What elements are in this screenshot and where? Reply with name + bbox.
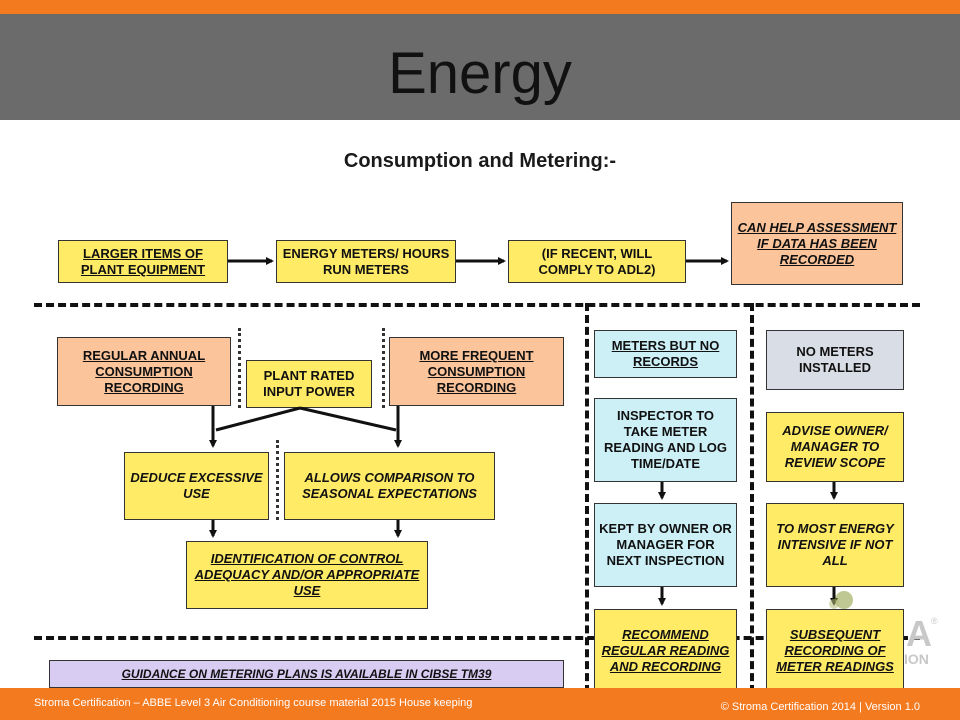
logo-registered: ® [931, 616, 938, 626]
box-subsequent: SUBSEQUENT RECORDING OF METER READINGS [766, 609, 904, 693]
dashed-divider-left [585, 303, 589, 693]
box-advise-owner: ADVISE OWNER/ MANAGER TO REVIEW SCOPE [766, 412, 904, 482]
dashed-divider-top [34, 303, 920, 307]
box-guidance: GUIDANCE ON METERING PLANS IS AVAILABLE … [49, 660, 564, 688]
arrow-plant-to-compare [299, 406, 397, 432]
box-larger-items: LARGER ITEMS OF PLANT EQUIPMENT [58, 240, 228, 283]
box-regular-annual: REGULAR ANNUAL CONSUMPTION RECORDING [57, 337, 231, 406]
box-inspector: INSPECTOR TO TAKE METER READING AND LOG … [594, 398, 737, 482]
box-meters-no-records: METERS BUT NO RECORDS [594, 330, 737, 378]
logo-suffix: ION [904, 651, 929, 667]
header-band [0, 14, 960, 120]
box-allows-comparison: ALLOWS COMPARISON TO SEASONAL EXPECTATIO… [284, 452, 495, 520]
box-identification: IDENTIFICATION OF CONTROL ADEQUACY AND/O… [186, 541, 428, 609]
logo-letter: A [906, 613, 932, 654]
box-no-meters: NO METERS INSTALLED [766, 330, 904, 390]
dashed-divider-right [750, 303, 754, 693]
box-to-most: TO MOST ENERGY INTENSIVE IF NOT ALL [766, 503, 904, 587]
box-recommend: RECOMMEND REGULAR READING AND RECORDING [594, 609, 737, 693]
box-more-frequent: MORE FREQUENT CONSUMPTION RECORDING [389, 337, 564, 406]
footer-copyright: © Stroma Certification 2014 | Version 1.… [720, 701, 920, 713]
box-energy-meters: ENERGY METERS/ HOURS RUN METERS [276, 240, 456, 283]
box-if-recent: (IF RECENT, WILL COMPLY TO ADL2) [508, 240, 686, 283]
box-can-help: CAN HELP ASSESSMENT IF DATA HAS BEEN REC… [731, 202, 903, 285]
box-kept-by-owner: KEPT BY OWNER OR MANAGER FOR NEXT INSPEC… [594, 503, 737, 587]
top-accent-bar [0, 0, 960, 14]
slide-title: Energy [388, 41, 572, 106]
dotted-separator-2 [382, 328, 385, 408]
stroma-logo: A ® ION [829, 591, 938, 667]
box-plant-rated: PLANT RATED INPUT POWER [246, 360, 372, 408]
slide-subtitle: Consumption and Metering:- [343, 150, 617, 172]
box-deduce-excessive: DEDUCE EXCESSIVE USE [124, 452, 269, 520]
dotted-separator-1 [238, 328, 241, 408]
arrow-plant-to-deduce [215, 406, 301, 432]
footer-bar [0, 688, 960, 720]
dashed-divider-bottom [34, 636, 920, 640]
dotted-separator-3 [276, 440, 279, 520]
footer-course-text: Stroma Certification – ABBE Level 3 Air … [34, 697, 473, 709]
